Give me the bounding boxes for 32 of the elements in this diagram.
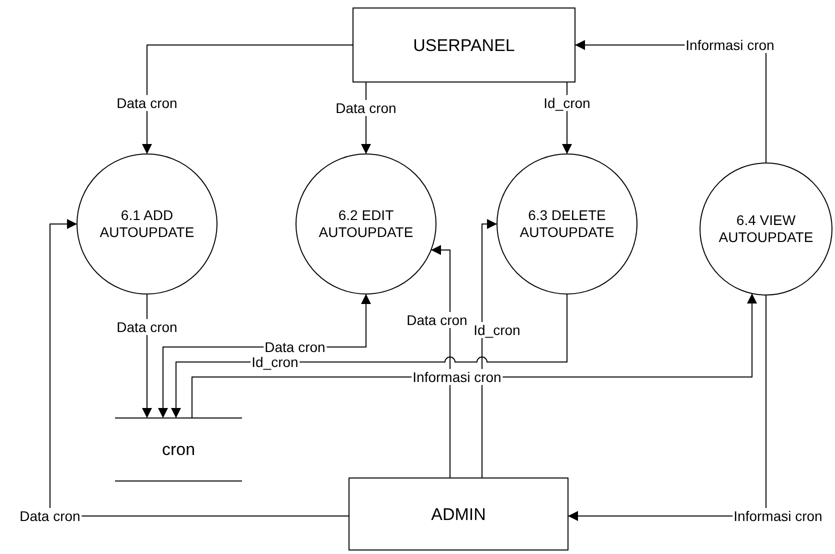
- store-label: cron: [162, 441, 196, 458]
- entity-label: ADMIN: [431, 506, 486, 522]
- data-flow-arrow: [142, 44, 354, 154]
- entity-box: [353, 8, 575, 82]
- edge-label: Data cron: [334, 100, 398, 116]
- edge-label: Informasi cron: [732, 508, 824, 524]
- process-circle: [296, 154, 436, 294]
- process-label: 6.1 ADD AUTOUPDATE: [98, 207, 196, 241]
- process-circle: [700, 163, 832, 295]
- data-flow-arrow: [482, 219, 498, 478]
- data-store: [115, 418, 242, 481]
- data-flow-arrow: [430, 245, 450, 478]
- entity-label: USERPANEL: [413, 36, 515, 54]
- process-label: 6.3 DELETE AUTOUPDATE: [518, 207, 616, 241]
- process-circle: [497, 154, 637, 294]
- edge-label: Id_cron: [250, 354, 300, 370]
- entity-box: [349, 478, 568, 550]
- edge-label: Data cron: [18, 508, 82, 524]
- edge-label: Informasi cron: [684, 37, 776, 53]
- edge-label: Informasi cron: [412, 369, 502, 385]
- edge-label: Id_cron: [542, 95, 592, 111]
- process-label: 6.2 EDIT AUTOUPDATE: [318, 207, 414, 241]
- edge-label: Data cron: [116, 319, 178, 335]
- edge-label: Data cron: [116, 95, 178, 111]
- process-circle: [77, 154, 217, 294]
- data-flow-arrow: [568, 294, 766, 521]
- process-label: 6.4 VIEW AUTOUPDATE: [718, 212, 814, 246]
- data-flow-arrow: [50, 219, 350, 516]
- edge-label: Data cron: [264, 339, 326, 355]
- edge-label: Data cron: [406, 312, 468, 328]
- data-flow-arrow: [171, 294, 568, 418]
- edge-label: Id_cron: [472, 322, 522, 338]
